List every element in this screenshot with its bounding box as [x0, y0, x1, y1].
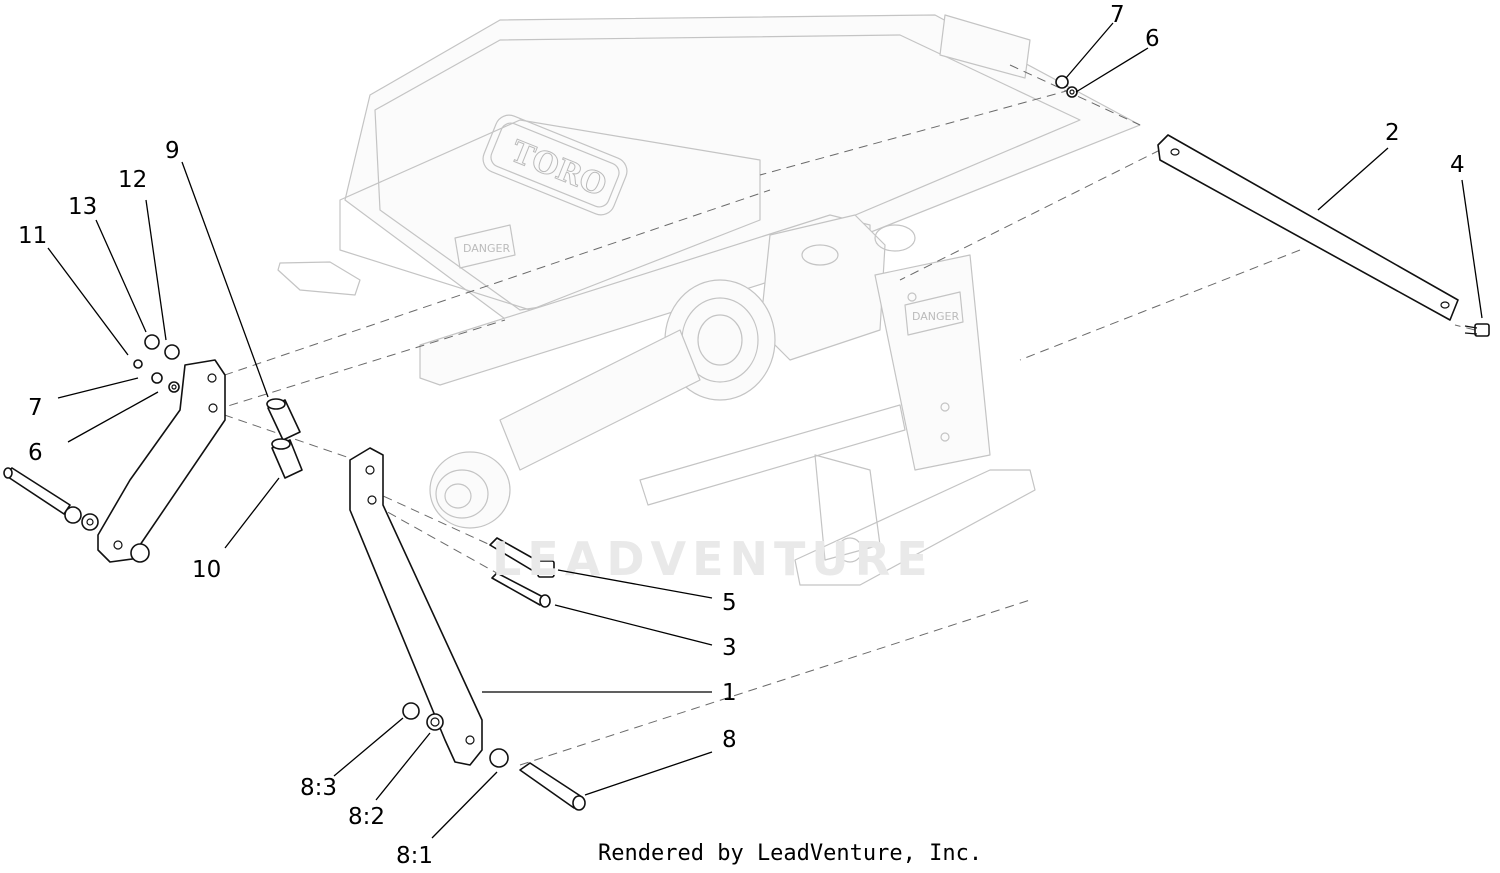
- callout-2: 2: [1385, 120, 1400, 146]
- left-fastener-stack: [133, 334, 180, 393]
- callout-1: 1: [722, 680, 737, 706]
- tiller-assembly-background: TORO DANGER DANGER: [277, 14, 1141, 586]
- nut-washer-top: [1055, 75, 1078, 98]
- callout-7-top: 7: [1110, 2, 1125, 28]
- callout-8-2: 8:2: [348, 804, 385, 830]
- callout-9: 9: [165, 138, 180, 164]
- callout-5: 5: [722, 590, 737, 616]
- callout-13: 13: [68, 194, 97, 220]
- lower-fastener-stack: [402, 702, 586, 811]
- watermark: LEADVENTURE: [492, 532, 934, 586]
- warning-decal-left: DANGER: [454, 224, 516, 269]
- bolt-part-5: [489, 537, 555, 578]
- callout-8-3: 8:3: [300, 775, 337, 801]
- callout-8: 8: [722, 727, 737, 753]
- callout-4: 4: [1450, 152, 1465, 178]
- callout-10: 10: [192, 557, 221, 583]
- spacer-part-10: [271, 438, 303, 479]
- warning-decal-left-text: DANGER: [463, 242, 511, 255]
- lift-arm-part-1: [349, 447, 483, 766]
- callout-labels: 1 2 3 4 5 6 6 7 7 8 8:1 8:2 8:3 9 10 11 …: [18, 2, 1465, 869]
- callout-11: 11: [18, 223, 47, 249]
- spacer-part-9: [266, 398, 301, 441]
- left-pin-assembly: [3, 467, 150, 563]
- callout-7-left: 7: [28, 395, 43, 421]
- left-mount-plate: [97, 359, 226, 563]
- stabilizer-bar-part-2: [1157, 134, 1459, 321]
- warning-decal-right-text: DANGER: [912, 310, 960, 323]
- warning-decal-right: DANGER: [904, 291, 964, 336]
- callout-12: 12: [118, 167, 147, 193]
- footer-credit: Rendered by LeadVenture, Inc.: [598, 841, 982, 866]
- leader-lines: [47, 22, 1483, 839]
- pin-part-3: [491, 572, 551, 608]
- alignment-lines: [209, 64, 1476, 766]
- bolt-part-4: [1464, 323, 1490, 337]
- callout-8-1: 8:1: [396, 843, 433, 869]
- callout-6-left: 6: [28, 440, 43, 466]
- callout-3: 3: [722, 635, 737, 661]
- callout-6-top: 6: [1145, 26, 1160, 52]
